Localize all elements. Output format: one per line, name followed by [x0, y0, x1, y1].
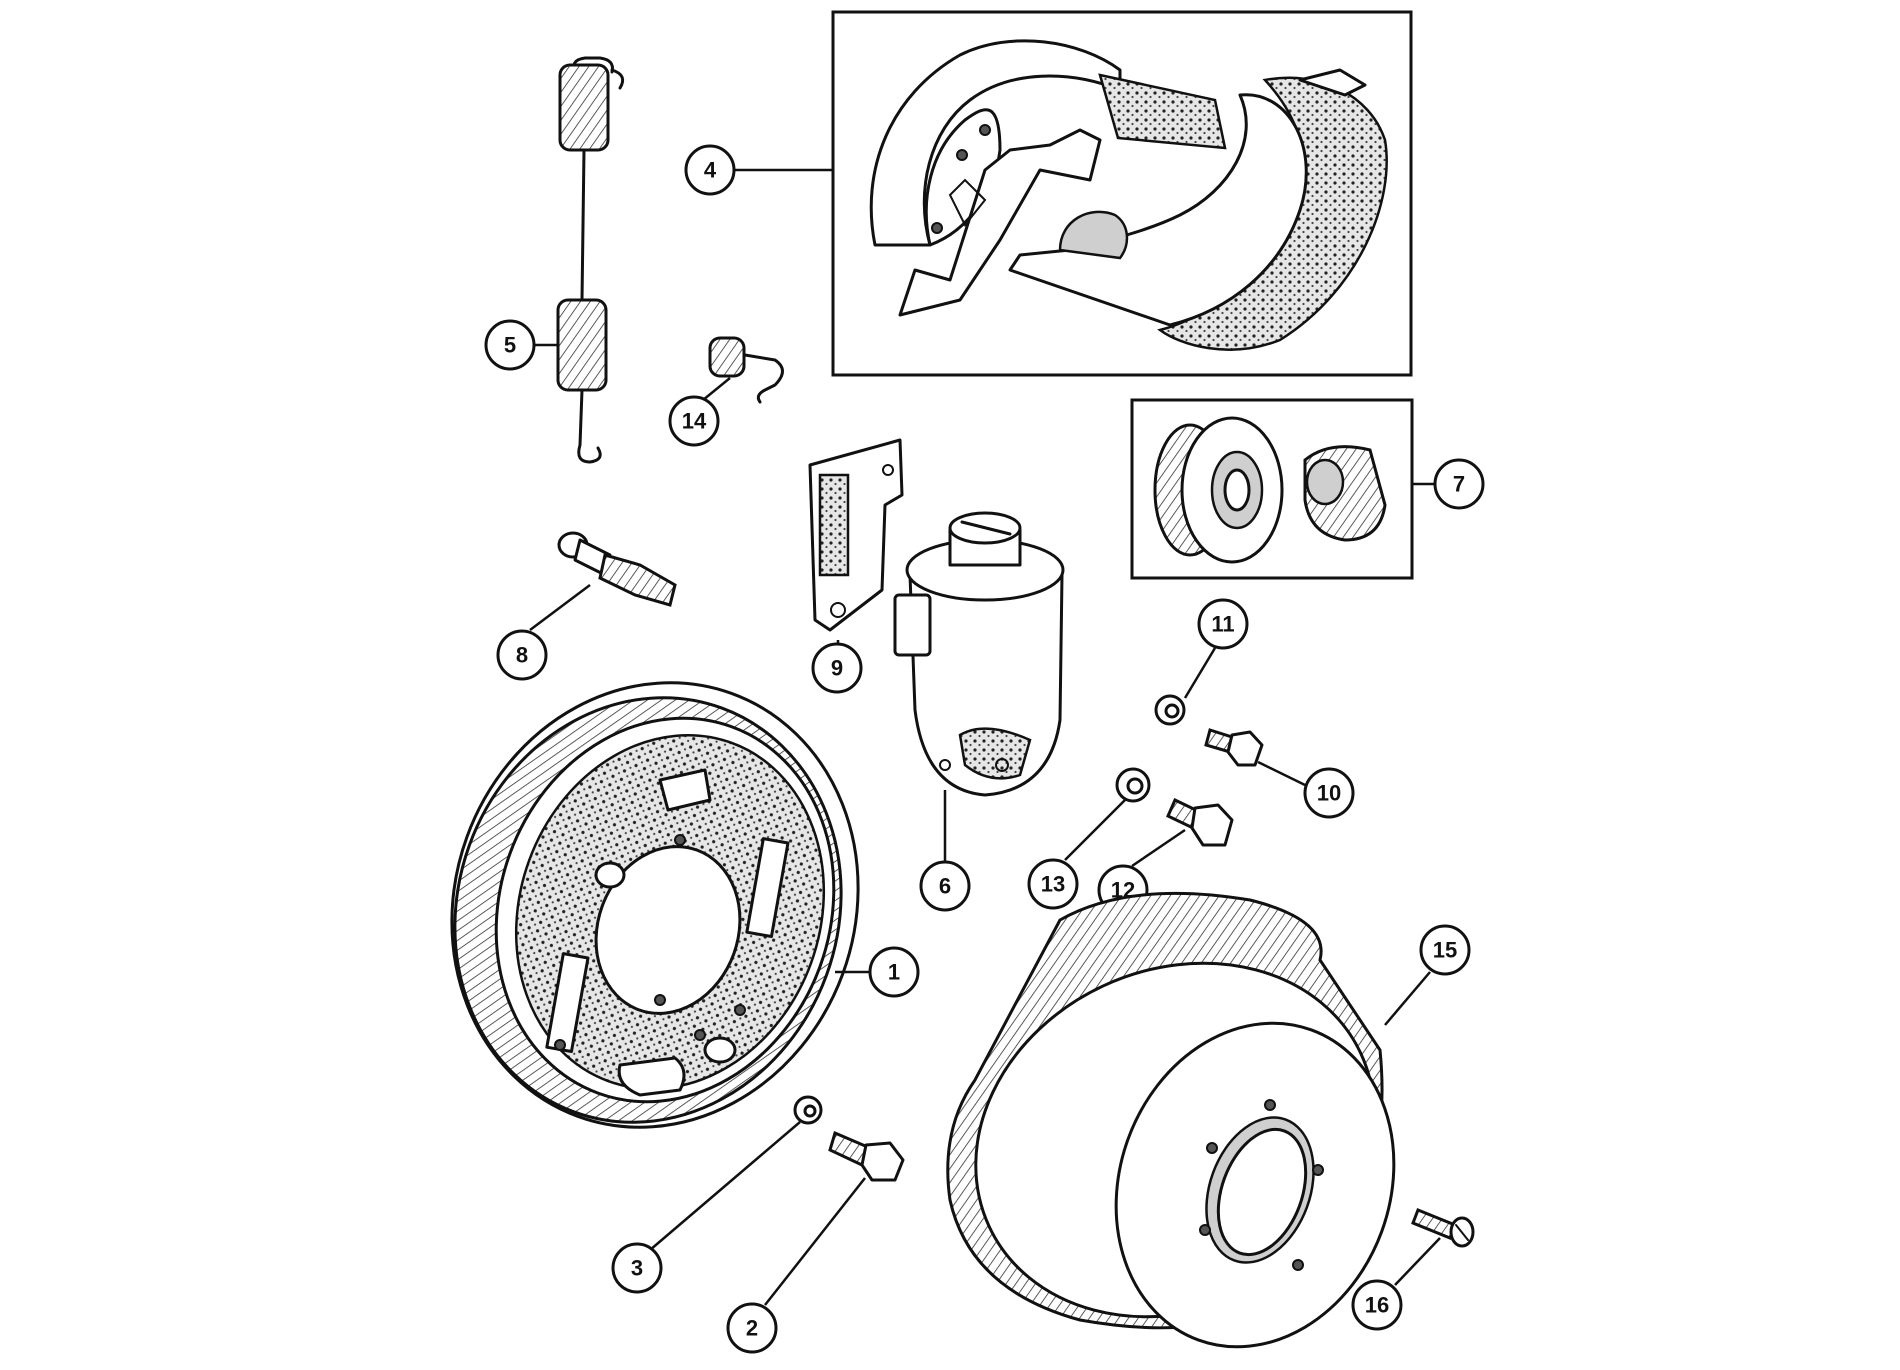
callout-1-label: 1 — [888, 960, 900, 985]
callout-5: 5 — [484, 319, 558, 371]
callout-15: 15 — [1384, 924, 1471, 1026]
bolt-2-illustration — [828, 1130, 905, 1182]
callout-5-label: 5 — [504, 333, 516, 358]
callout-11-label: 11 — [1211, 612, 1234, 637]
callout-9-label: 9 — [831, 656, 843, 681]
callout-4: 4 — [684, 144, 833, 196]
brake-shoes-frame — [831, 10, 1413, 377]
seals-illustration — [1130, 398, 1414, 580]
bolt-12-illustration — [1166, 797, 1234, 847]
callout-15-label: 15 — [1433, 938, 1457, 963]
brake-shoes-illustration — [831, 10, 1413, 377]
callout-13-label: 13 — [1041, 872, 1065, 897]
clip-illustration — [708, 336, 784, 404]
callout-6: 6 — [919, 790, 971, 912]
callout-7: 7 — [1412, 458, 1485, 510]
spring-washer-13-illustration — [1115, 767, 1151, 803]
backplate-illustration — [450, 681, 860, 1129]
callout-6-label: 6 — [939, 874, 951, 899]
callout-2: 2 — [726, 1177, 866, 1354]
callout-10: 10 — [1257, 760, 1355, 819]
spring-washer-11-illustration — [1154, 694, 1186, 726]
callout-14: 14 — [668, 377, 731, 447]
return-springs-illustration — [556, 56, 625, 464]
brake-drum-illustration — [946, 891, 1396, 1349]
wheel-cylinder-illustration — [893, 511, 1065, 797]
callout-7-label: 7 — [1453, 472, 1465, 497]
bolt-10-illustration — [1204, 728, 1264, 767]
washer-3-illustration — [793, 1095, 823, 1125]
callout-1: 1 — [835, 946, 920, 998]
mounting-plate-illustration — [808, 438, 904, 632]
callout-14-label: 14 — [682, 409, 707, 434]
callout-16: 16 — [1351, 1237, 1441, 1331]
callout-4-label: 4 — [704, 158, 717, 183]
seals-frame — [1130, 398, 1414, 580]
callout-8-label: 8 — [516, 643, 528, 668]
screw-16-illustration — [1411, 1208, 1475, 1248]
callout-10-label: 10 — [1317, 781, 1341, 806]
callout-3-label: 3 — [631, 1256, 643, 1281]
callout-8: 8 — [496, 584, 591, 681]
callout-3: 3 — [611, 1121, 801, 1294]
callout-11: 11 — [1183, 598, 1249, 699]
bleed-nipple-illustration — [557, 531, 677, 607]
callout-13: 13 — [1027, 799, 1126, 910]
callout-16-label: 16 — [1365, 1293, 1389, 1318]
callout-9: 9 — [811, 640, 863, 694]
callout-2-label: 2 — [746, 1316, 758, 1341]
